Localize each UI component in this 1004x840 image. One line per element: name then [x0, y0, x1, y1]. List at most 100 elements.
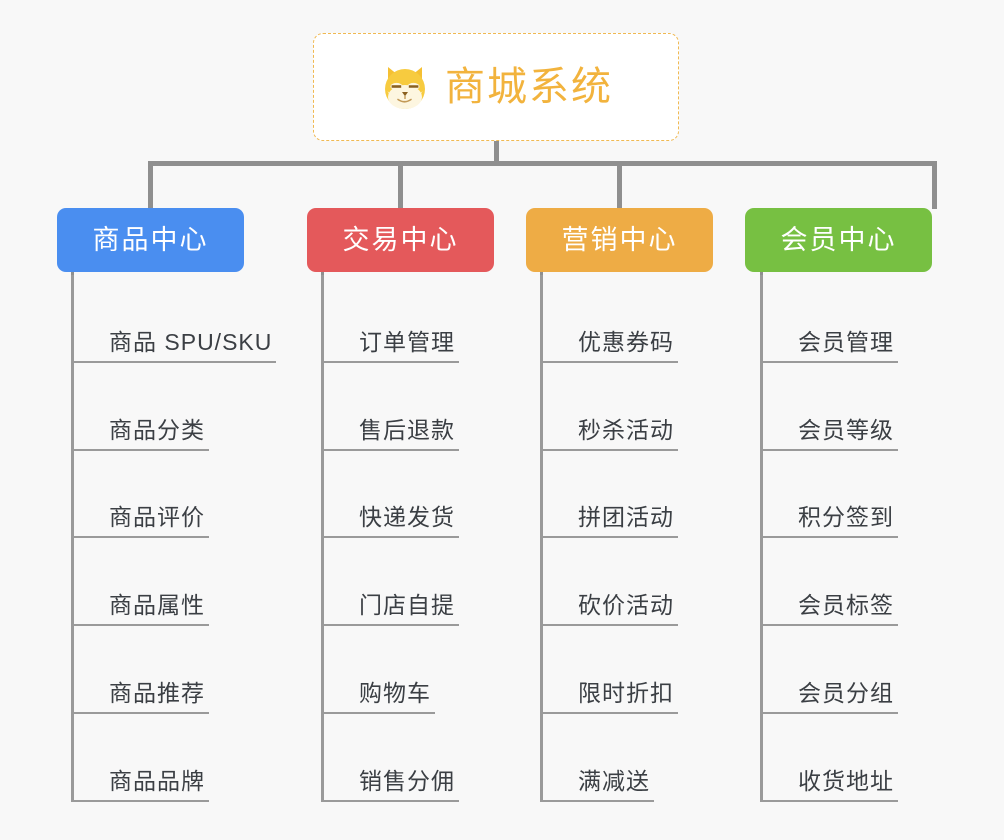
- leaf-item-label: 商品评价: [109, 504, 205, 531]
- leaf-item[interactable]: 门店自提: [321, 538, 551, 627]
- leaf-item-label: 限时折扣: [578, 680, 674, 707]
- category-label-3: 营销中心: [561, 224, 678, 255]
- leaf-column-4: 会员管理 会员等级 积分签到 会员标签 会员分组 收货地址: [760, 275, 990, 802]
- leaf-item-label: 订单管理: [359, 328, 455, 355]
- leaf-item-label: 购物车: [359, 680, 431, 707]
- leaf-item-label: 门店自提: [359, 592, 455, 619]
- leaf-spine-4: [760, 275, 763, 802]
- category-box-2[interactable]: 交易中心: [307, 208, 494, 272]
- leaf-item[interactable]: 秒杀活动: [540, 363, 770, 451]
- leaf-item[interactable]: 商品推荐: [71, 626, 301, 715]
- leaf-column-2: 订单管理 售后退款 快递发货 门店自提 购物车 销售分佣: [321, 275, 551, 802]
- category-label-4: 会员中心: [780, 224, 897, 255]
- leaf-underline: [760, 799, 898, 802]
- leaf-item[interactable]: 商品属性: [71, 538, 301, 627]
- category-box-3[interactable]: 营销中心: [526, 208, 713, 272]
- leaf-column-1: 商品 SPU/SKU 商品分类 商品评价 商品属性 商品推荐 商品品牌: [71, 275, 301, 802]
- leaf-item-label: 会员标签: [798, 592, 894, 619]
- leaf-column-3: 优惠券码 秒杀活动 拼团活动 砍价活动 限时折扣 满减送: [540, 275, 770, 802]
- leaf-item[interactable]: 商品品牌: [71, 714, 301, 802]
- leaf-item[interactable]: 会员等级: [760, 363, 990, 451]
- leaf-item-label: 会员管理: [798, 328, 894, 355]
- leaf-item[interactable]: 商品 SPU/SKU: [71, 275, 301, 363]
- leaf-underline: [321, 536, 459, 539]
- leaf-underline: [321, 799, 459, 802]
- connector-drop-2: [398, 161, 403, 209]
- leaf-list-1: 商品 SPU/SKU 商品分类 商品评价 商品属性 商品推荐 商品品牌: [71, 275, 301, 802]
- connector-horizontal-bus: [148, 161, 937, 166]
- connector-root-stem: [494, 141, 499, 164]
- leaf-underline: [760, 712, 898, 715]
- category-label-2: 交易中心: [342, 224, 459, 255]
- leaf-item-label: 优惠券码: [578, 328, 674, 355]
- leaf-item[interactable]: 限时折扣: [540, 626, 770, 715]
- connector-drop-3: [617, 161, 622, 209]
- leaf-item[interactable]: 砍价活动: [540, 538, 770, 627]
- leaf-underline: [71, 624, 209, 627]
- leaf-item[interactable]: 积分签到: [760, 451, 990, 539]
- leaf-underline: [540, 712, 678, 715]
- leaf-item[interactable]: 拼团活动: [540, 451, 770, 539]
- connector-drop-1: [148, 161, 153, 209]
- leaf-list-2: 订单管理 售后退款 快递发货 门店自提 购物车 销售分佣: [321, 275, 551, 802]
- leaf-item[interactable]: 会员标签: [760, 538, 990, 627]
- leaf-list-3: 优惠券码 秒杀活动 拼团活动 砍价活动 限时折扣 满减送: [540, 275, 770, 802]
- leaf-underline: [321, 712, 435, 715]
- leaf-underline: [760, 624, 898, 627]
- leaf-underline: [71, 360, 276, 363]
- leaf-list-4: 会员管理 会员等级 积分签到 会员标签 会员分组 收货地址: [760, 275, 990, 802]
- leaf-spine-1: [71, 275, 74, 802]
- leaf-item-label: 商品属性: [109, 592, 205, 619]
- leaf-item[interactable]: 订单管理: [321, 275, 551, 363]
- leaf-item[interactable]: 销售分佣: [321, 714, 551, 802]
- root-node-mall-system[interactable]: 商城系统: [313, 33, 679, 141]
- leaf-underline: [71, 536, 209, 539]
- leaf-item[interactable]: 快递发货: [321, 451, 551, 539]
- leaf-underline: [760, 448, 898, 451]
- leaf-item[interactable]: 满减送: [540, 714, 770, 802]
- leaf-underline: [540, 448, 678, 451]
- leaf-item-label: 秒杀活动: [578, 416, 674, 443]
- leaf-underline: [71, 712, 209, 715]
- category-box-1[interactable]: 商品中心: [57, 208, 244, 272]
- leaf-underline: [71, 799, 209, 802]
- connector-stub-4: [760, 270, 763, 278]
- leaf-spine-3: [540, 275, 543, 802]
- leaf-underline: [321, 624, 459, 627]
- leaf-item[interactable]: 商品分类: [71, 363, 301, 451]
- leaf-spine-2: [321, 275, 324, 802]
- leaf-underline: [71, 448, 209, 451]
- shiba-dog-face-icon: [379, 61, 431, 113]
- leaf-item[interactable]: 商品评价: [71, 451, 301, 539]
- leaf-underline: [540, 536, 678, 539]
- connector-stub-1: [71, 270, 74, 278]
- category-box-4[interactable]: 会员中心: [745, 208, 932, 272]
- leaf-item-label: 会员等级: [798, 416, 894, 443]
- leaf-item[interactable]: 优惠券码: [540, 275, 770, 363]
- leaf-item-label: 商品分类: [109, 416, 205, 443]
- leaf-item[interactable]: 售后退款: [321, 363, 551, 451]
- leaf-underline: [540, 799, 654, 802]
- leaf-item-label: 商品 SPU/SKU: [109, 328, 273, 355]
- leaf-item-label: 会员分组: [798, 680, 894, 707]
- connector-drop-4: [932, 161, 937, 209]
- leaf-underline: [540, 624, 678, 627]
- connector-stub-3: [540, 270, 543, 278]
- leaf-underline: [760, 536, 898, 539]
- leaf-item-label: 售后退款: [359, 416, 455, 443]
- leaf-item-label: 拼团活动: [578, 504, 674, 531]
- leaf-item-label: 满减送: [578, 767, 650, 794]
- leaf-item-label: 砍价活动: [578, 592, 674, 619]
- leaf-item-label: 商品推荐: [109, 680, 205, 707]
- leaf-item[interactable]: 购物车: [321, 626, 551, 715]
- leaf-underline: [540, 360, 678, 363]
- leaf-item[interactable]: 会员管理: [760, 275, 990, 363]
- category-label-1: 商品中心: [92, 224, 209, 255]
- leaf-item[interactable]: 收货地址: [760, 714, 990, 802]
- leaf-item[interactable]: 会员分组: [760, 626, 990, 715]
- leaf-item-label: 收货地址: [798, 767, 894, 794]
- leaf-underline: [321, 448, 459, 451]
- root-node-title: 商城系统: [445, 65, 613, 109]
- leaf-underline: [760, 360, 898, 363]
